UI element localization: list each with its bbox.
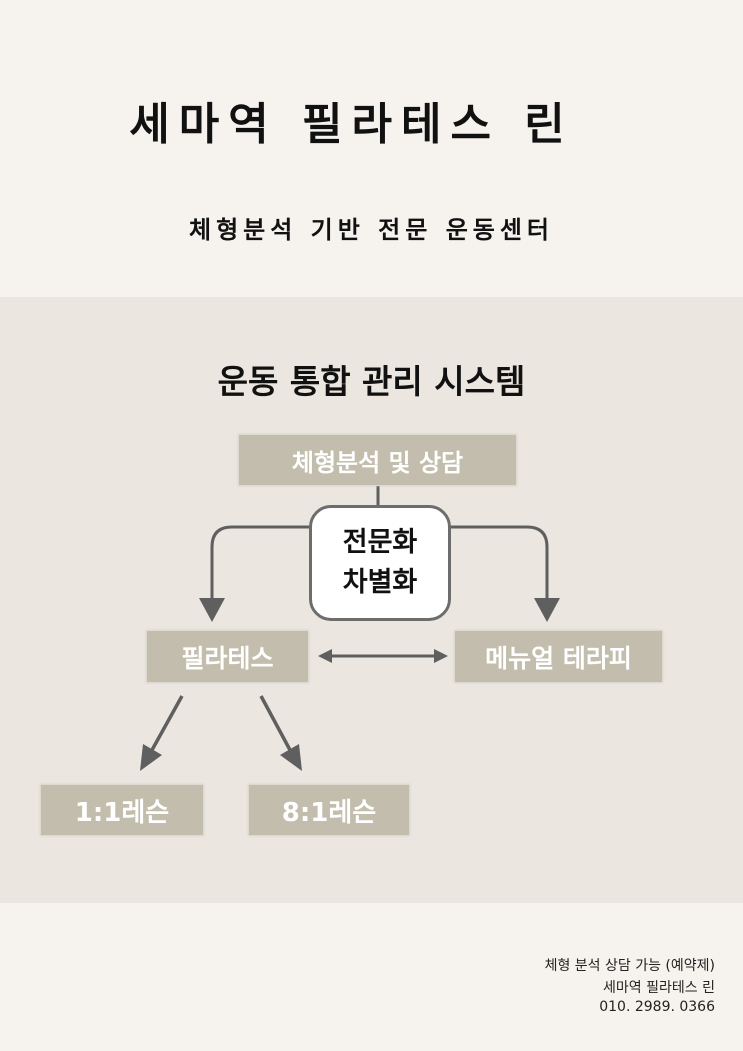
footer-consult: 체형 분석 상담 가능 (예약제) bbox=[544, 958, 715, 974]
node-8on1-lesson: 8:1레슨 bbox=[249, 785, 409, 835]
footer-studio-name: 세마역 필라테스 린 bbox=[603, 980, 715, 996]
center-line-2: 차별화 bbox=[342, 567, 418, 598]
arrow-to-therapy bbox=[444, 525, 549, 598]
arrowhead-1on1 bbox=[140, 744, 162, 771]
arrow-to-8on1 bbox=[259, 695, 292, 751]
double-arrow-right-head bbox=[434, 649, 448, 663]
node-pilates: 필라테스 bbox=[147, 631, 308, 682]
node-manual-therapy: 메뉴얼 테라피 bbox=[455, 631, 662, 682]
arrow-to-1on1 bbox=[150, 695, 184, 751]
node-specialization: 전문화 차별화 bbox=[309, 505, 451, 621]
footer-phone: 010. 2989. 0366 bbox=[599, 999, 715, 1015]
arrowhead-therapy bbox=[534, 598, 560, 622]
header: 세마역 필라테스 린 체형분석 기반 전문 운동센터 bbox=[0, 0, 743, 297]
footer: 체형 분석 상담 가능 (예약제) 세마역 필라테스 린 010. 2989. … bbox=[0, 903, 743, 1051]
arrowhead-8on1 bbox=[280, 744, 302, 771]
page-subtitle: 체형분석 기반 전문 운동센터 bbox=[188, 216, 555, 244]
node-body-analysis: 체형분석 및 상담 bbox=[239, 435, 516, 485]
arrowhead-pilates bbox=[199, 598, 225, 622]
diagram-title: 운동 통합 관리 시스템 bbox=[217, 362, 526, 401]
node-1on1-lesson: 1:1레슨 bbox=[41, 785, 203, 835]
double-arrow-left-head bbox=[318, 649, 332, 663]
page-title: 세마역 필라테스 린 bbox=[129, 99, 574, 150]
arrow-to-pilates bbox=[210, 525, 312, 598]
center-line-1: 전문화 bbox=[342, 527, 418, 558]
